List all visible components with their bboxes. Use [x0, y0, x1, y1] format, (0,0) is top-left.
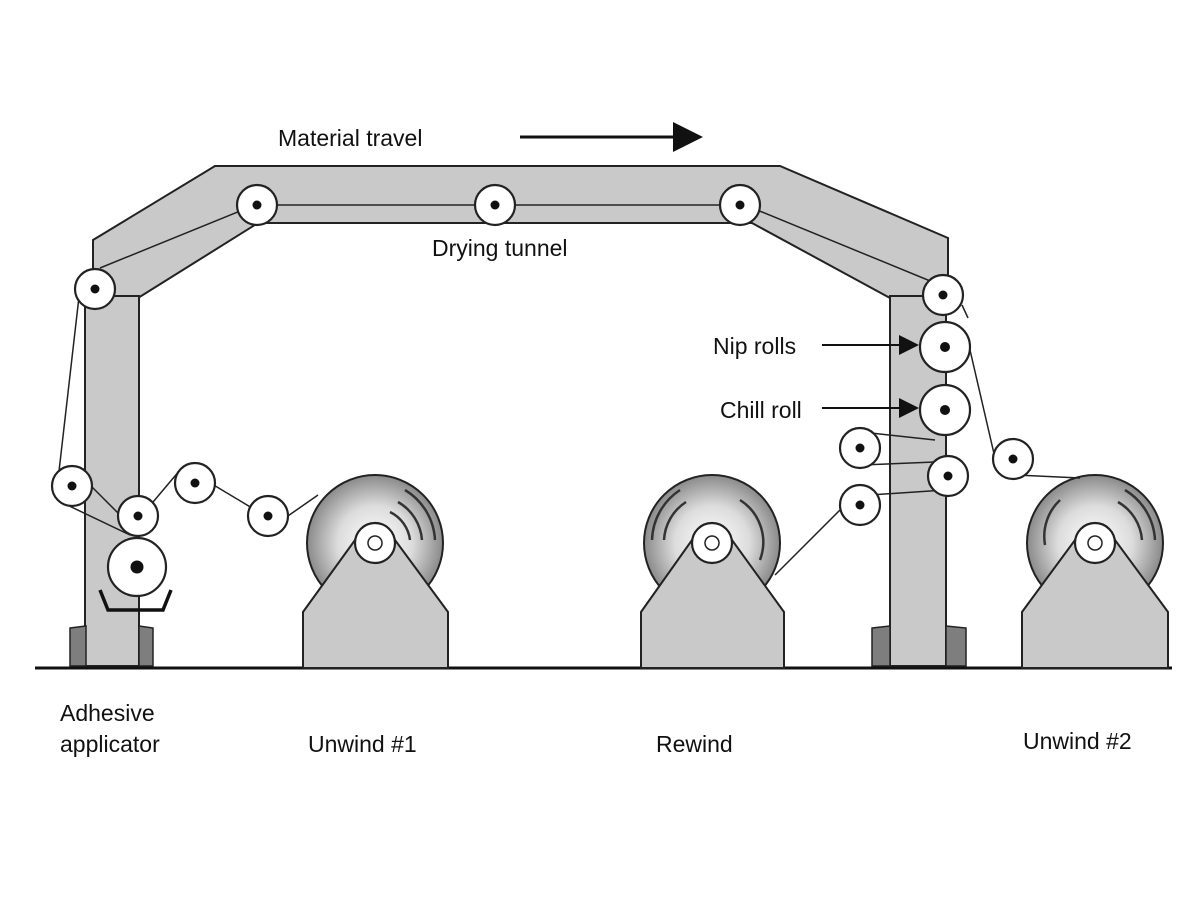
unwind-1-station: [302, 474, 449, 669]
web-roller-2: [246, 494, 290, 538]
rewind-label: Rewind: [656, 731, 733, 757]
web-paths: [57, 287, 1081, 576]
left-column: [84, 295, 140, 667]
idler-roller-right-1: [926, 454, 970, 498]
tunnel-roller-1: [235, 183, 279, 227]
applicator-roll: [106, 536, 168, 598]
unwind-2-idler-roller: [991, 437, 1035, 481]
rewind-station: [640, 474, 785, 669]
unwind-2-station: [1021, 474, 1169, 669]
idler-roller-left-1: [838, 426, 882, 470]
adhesive-applicator-label-line1: Adhesive: [60, 700, 155, 726]
drying-tunnel-label: Drying tunnel: [432, 235, 568, 261]
web-roller-1: [173, 461, 217, 505]
tunnel-roller-2: [473, 183, 517, 227]
material-travel-label: Material travel: [278, 125, 422, 151]
chill-roll-label: Chill roll: [720, 397, 802, 423]
adhesive-applicator-label-line2: applicator: [60, 731, 160, 757]
tunnel-roller-3: [718, 183, 762, 227]
left-column-base-right: [138, 625, 154, 667]
applicator-roller-left: [50, 464, 94, 508]
right-column-base-right: [945, 625, 967, 667]
unwind-1-label: Unwind #1: [308, 731, 417, 757]
unwind-2-label: Unwind #2: [1023, 728, 1132, 754]
nip-roll: [918, 320, 972, 374]
left-column-base: [69, 625, 87, 667]
chill-roll: [918, 383, 972, 437]
tunnel-entry-roller: [73, 267, 117, 311]
applicator-roller-top: [116, 494, 160, 538]
drying-tunnel: [92, 165, 949, 299]
nip-rolls-label: Nip rolls: [713, 333, 796, 359]
idler-roller-left-2: [838, 483, 882, 527]
right-column-base: [871, 625, 891, 667]
adhesive-tray: [98, 589, 173, 612]
tunnel-exit-roller: [921, 273, 965, 317]
